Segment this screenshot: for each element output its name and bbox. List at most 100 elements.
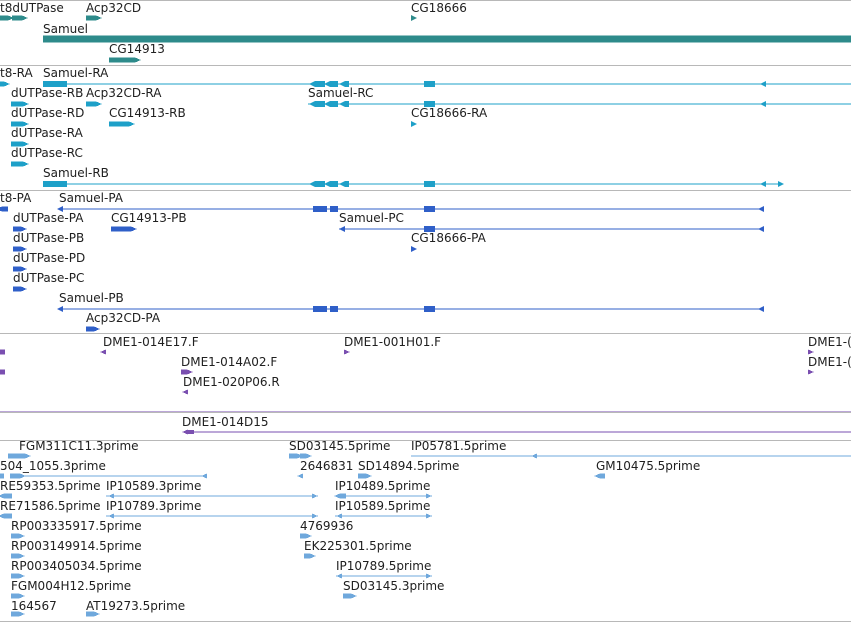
- strand-arrow-left[interactable]: [531, 453, 537, 459]
- exon-block[interactable]: [424, 206, 435, 212]
- feature-label[interactable]: CG14913-PB: [111, 211, 187, 225]
- strand-arrow-right[interactable]: [306, 533, 312, 539]
- feature-label[interactable]: CG18666-RA: [411, 106, 488, 120]
- strand-arrow-right[interactable]: [312, 513, 318, 519]
- feature-label[interactable]: dUTPase-PA: [13, 211, 84, 225]
- strand-arrow-right[interactable]: [411, 121, 417, 127]
- feature-label[interactable]: Samuel-RC: [308, 86, 374, 100]
- feature-label[interactable]: dUTPase-PD: [13, 251, 86, 265]
- exon-block[interactable]: [13, 286, 21, 292]
- feature-label[interactable]: Acp32CD: [86, 1, 142, 15]
- exon-block[interactable]: [330, 101, 338, 107]
- strand-arrow-right[interactable]: [19, 553, 25, 559]
- exon-block[interactable]: [345, 101, 349, 107]
- strand-arrow-left[interactable]: [100, 349, 106, 355]
- strand-arrow-right[interactable]: [96, 15, 102, 21]
- strand-arrow-left[interactable]: [297, 473, 303, 479]
- feature-label[interactable]: IP10489.5prime: [335, 479, 431, 493]
- strand-arrow-left[interactable]: [57, 306, 63, 312]
- exon-block[interactable]: [12, 15, 22, 21]
- feature-label[interactable]: dUTPase-PB: [13, 231, 85, 245]
- feature-label[interactable]: SD03145.3prime: [343, 579, 445, 593]
- strand-arrow-right[interactable]: [808, 349, 814, 355]
- exon-block[interactable]: [11, 141, 23, 147]
- exon-block[interactable]: [313, 306, 327, 312]
- strand-arrow-right[interactable]: [94, 326, 100, 332]
- strand-arrow-left[interactable]: [758, 306, 764, 312]
- strand-arrow-right[interactable]: [312, 493, 318, 499]
- strand-arrow-right[interactable]: [426, 573, 432, 579]
- feature-label[interactable]: Acp32CD-PA: [86, 311, 161, 325]
- strand-arrow-left[interactable]: [182, 389, 188, 395]
- feature-label[interactable]: RE71586.5prime: [0, 499, 101, 513]
- exon-block[interactable]: [345, 181, 349, 187]
- strand-arrow-right[interactable]: [94, 611, 100, 617]
- exon-block[interactable]: [315, 101, 325, 107]
- feature-label[interactable]: RP003405034.5prime: [11, 559, 142, 573]
- feature-label[interactable]: t8-RA: [0, 66, 33, 80]
- strand-arrow-left[interactable]: [339, 181, 345, 187]
- strand-arrow-right[interactable]: [22, 15, 28, 21]
- strand-arrow-right[interactable]: [4, 81, 10, 87]
- feature-label[interactable]: dUTPase-RC: [11, 146, 83, 160]
- strand-arrow-left[interactable]: [0, 493, 4, 499]
- feature-label[interactable]: CG14913: [109, 42, 165, 56]
- feature-label[interactable]: Samuel: [43, 22, 88, 36]
- strand-arrow-left[interactable]: [182, 429, 188, 435]
- exon-block[interactable]: [86, 611, 94, 617]
- exon-block[interactable]: [13, 266, 21, 272]
- feature-label[interactable]: RP003335917.5prime: [11, 519, 142, 533]
- strand-arrow-left[interactable]: [339, 81, 345, 87]
- exon-block[interactable]: [4, 513, 12, 519]
- exon-block[interactable]: [181, 369, 187, 375]
- strand-arrow-right[interactable]: [21, 246, 27, 252]
- strand-arrow-left[interactable]: [760, 101, 766, 107]
- feature-label[interactable]: CG14913-RB: [109, 106, 186, 120]
- exon-block[interactable]: [43, 181, 67, 187]
- exon-block[interactable]: [109, 121, 129, 127]
- exon-block[interactable]: [10, 473, 20, 479]
- strand-arrow-right[interactable]: [23, 121, 29, 127]
- strand-arrow-right[interactable]: [808, 369, 814, 375]
- exon-block[interactable]: [4, 493, 12, 499]
- strand-arrow-right[interactable]: [8, 15, 14, 21]
- exon-block[interactable]: [11, 553, 19, 559]
- feature-label[interactable]: GM10475.5prime: [596, 459, 701, 473]
- feature-label[interactable]: IP05781.5prime: [411, 439, 507, 453]
- strand-arrow-right[interactable]: [21, 266, 27, 272]
- feature-label[interactable]: RE59353.5prime: [0, 479, 101, 493]
- strand-arrow-right[interactable]: [21, 286, 27, 292]
- strand-arrow-right[interactable]: [131, 226, 137, 232]
- strand-arrow-right[interactable]: [19, 573, 25, 579]
- strand-arrow-right[interactable]: [19, 611, 25, 617]
- exon-block[interactable]: [424, 226, 435, 232]
- feature-label[interactable]: IP10589.3prime: [106, 479, 202, 493]
- exon-block[interactable]: [315, 181, 325, 187]
- strand-arrow-left[interactable]: [339, 226, 345, 232]
- exon-block[interactable]: [345, 81, 349, 87]
- feature-label[interactable]: IP10789.5prime: [336, 559, 432, 573]
- feature-label[interactable]: 504_1055.3prime: [0, 459, 106, 473]
- strand-arrow-right[interactable]: [129, 121, 135, 127]
- feature-label[interactable]: dUTPase-RA: [11, 126, 83, 140]
- exon-block[interactable]: [86, 101, 96, 107]
- exon-block[interactable]: [86, 15, 96, 21]
- feature-label[interactable]: DME1-020P06.R: [183, 375, 280, 389]
- exon-block[interactable]: [358, 473, 366, 479]
- strand-arrow-right[interactable]: [25, 453, 31, 459]
- strand-arrow-left[interactable]: [324, 101, 330, 107]
- strand-arrow-left[interactable]: [57, 206, 63, 212]
- feature-label[interactable]: CG18666-PA: [411, 231, 486, 245]
- exon-block[interactable]: [424, 101, 435, 107]
- feature-label[interactable]: IP10789.3prime: [106, 499, 202, 513]
- strand-arrow-right[interactable]: [778, 181, 784, 187]
- feature-label[interactable]: FGM004H12.5prime: [11, 579, 132, 593]
- exon-block[interactable]: [11, 593, 19, 599]
- feature-label[interactable]: 164567: [11, 599, 57, 613]
- strand-arrow-right[interactable]: [344, 349, 350, 355]
- exon-block[interactable]: [330, 306, 338, 312]
- strand-arrow-left[interactable]: [309, 81, 315, 87]
- strand-arrow-left[interactable]: [334, 493, 340, 499]
- exon-block[interactable]: [289, 453, 297, 459]
- exon-block[interactable]: [313, 206, 327, 212]
